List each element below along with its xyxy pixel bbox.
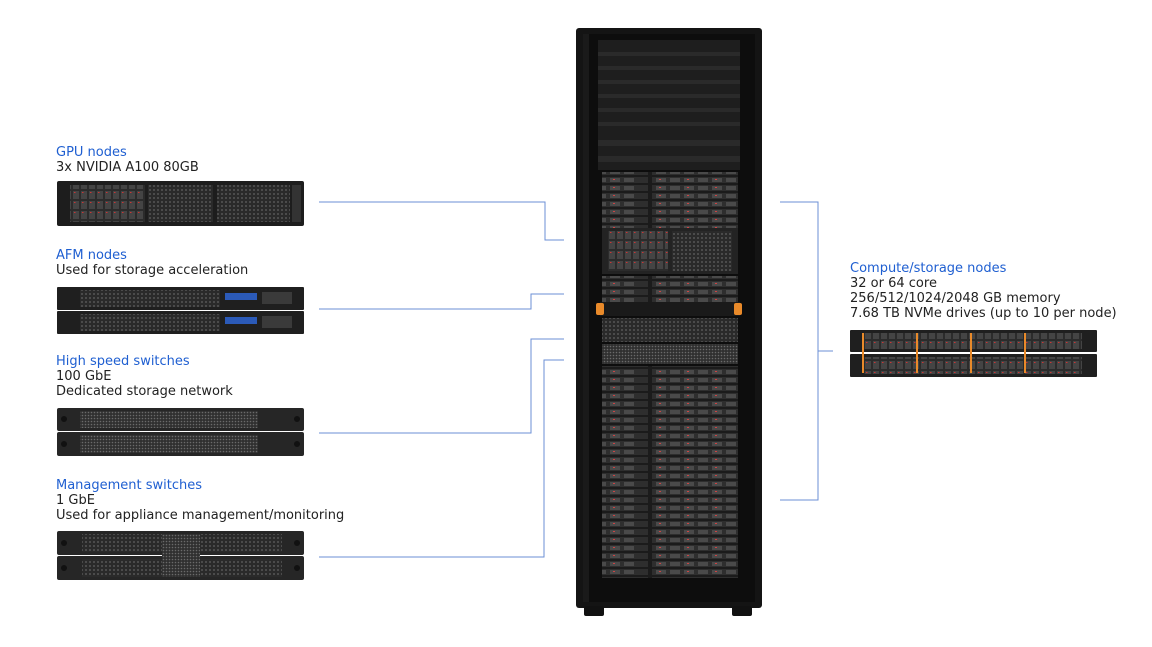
management-switches-line-2: Used for appliance management/monitoring	[56, 508, 345, 523]
rack-cabinet-icon	[576, 28, 762, 616]
compute-storage-server-icon	[850, 330, 1097, 377]
gpu-nodes-title: GPU nodes	[56, 145, 127, 160]
afm-nodes-label: AFM nodes Used for storage acceleration	[56, 248, 248, 278]
gpu-nodes-label: GPU nodes 3x NVIDIA A100 80GB	[56, 145, 199, 175]
compute-storage-nodes-title: Compute/storage nodes	[850, 261, 1007, 276]
high-speed-switches-label: High speed switches 100 GbE Dedicated st…	[56, 354, 233, 399]
high-speed-switches-line-1: 100 GbE	[56, 369, 112, 384]
high-speed-switch-connector-line	[319, 338, 564, 434]
management-switches-title: Management switches	[56, 478, 203, 493]
high-speed-switches-title: High speed switches	[56, 354, 190, 369]
management-switch-icon	[57, 531, 304, 580]
afm-nodes-line-1: Used for storage acceleration	[56, 263, 249, 278]
gpu-nodes-line-1: 3x NVIDIA A100 80GB	[56, 160, 199, 175]
management-switch-connector-line	[319, 359, 564, 558]
management-switches-label: Management switches 1 GbE Used for appli…	[56, 478, 344, 523]
gpu-server-icon	[57, 181, 304, 226]
compute-storage-nodes-label: Compute/storage nodes 32 or 64 core 256/…	[850, 261, 1117, 321]
high-speed-switch-icon	[57, 408, 304, 456]
afm-server-icon	[57, 287, 304, 334]
afm-nodes-title: AFM nodes	[56, 248, 127, 263]
afm-connector-line	[319, 293, 564, 310]
management-switches-line-1: 1 GbE	[56, 493, 95, 508]
compute-storage-connector-bracket	[780, 201, 819, 501]
gpu-connector-line	[319, 201, 564, 241]
compute-storage-nodes-line-3: 7.68 TB NVMe drives (up to 10 per node)	[850, 306, 1117, 321]
high-speed-switches-line-2: Dedicated storage network	[56, 384, 233, 399]
compute-storage-nodes-line-1: 32 or 64 core	[850, 276, 937, 291]
compute-storage-nodes-line-2: 256/512/1024/2048 GB memory	[850, 291, 1061, 306]
